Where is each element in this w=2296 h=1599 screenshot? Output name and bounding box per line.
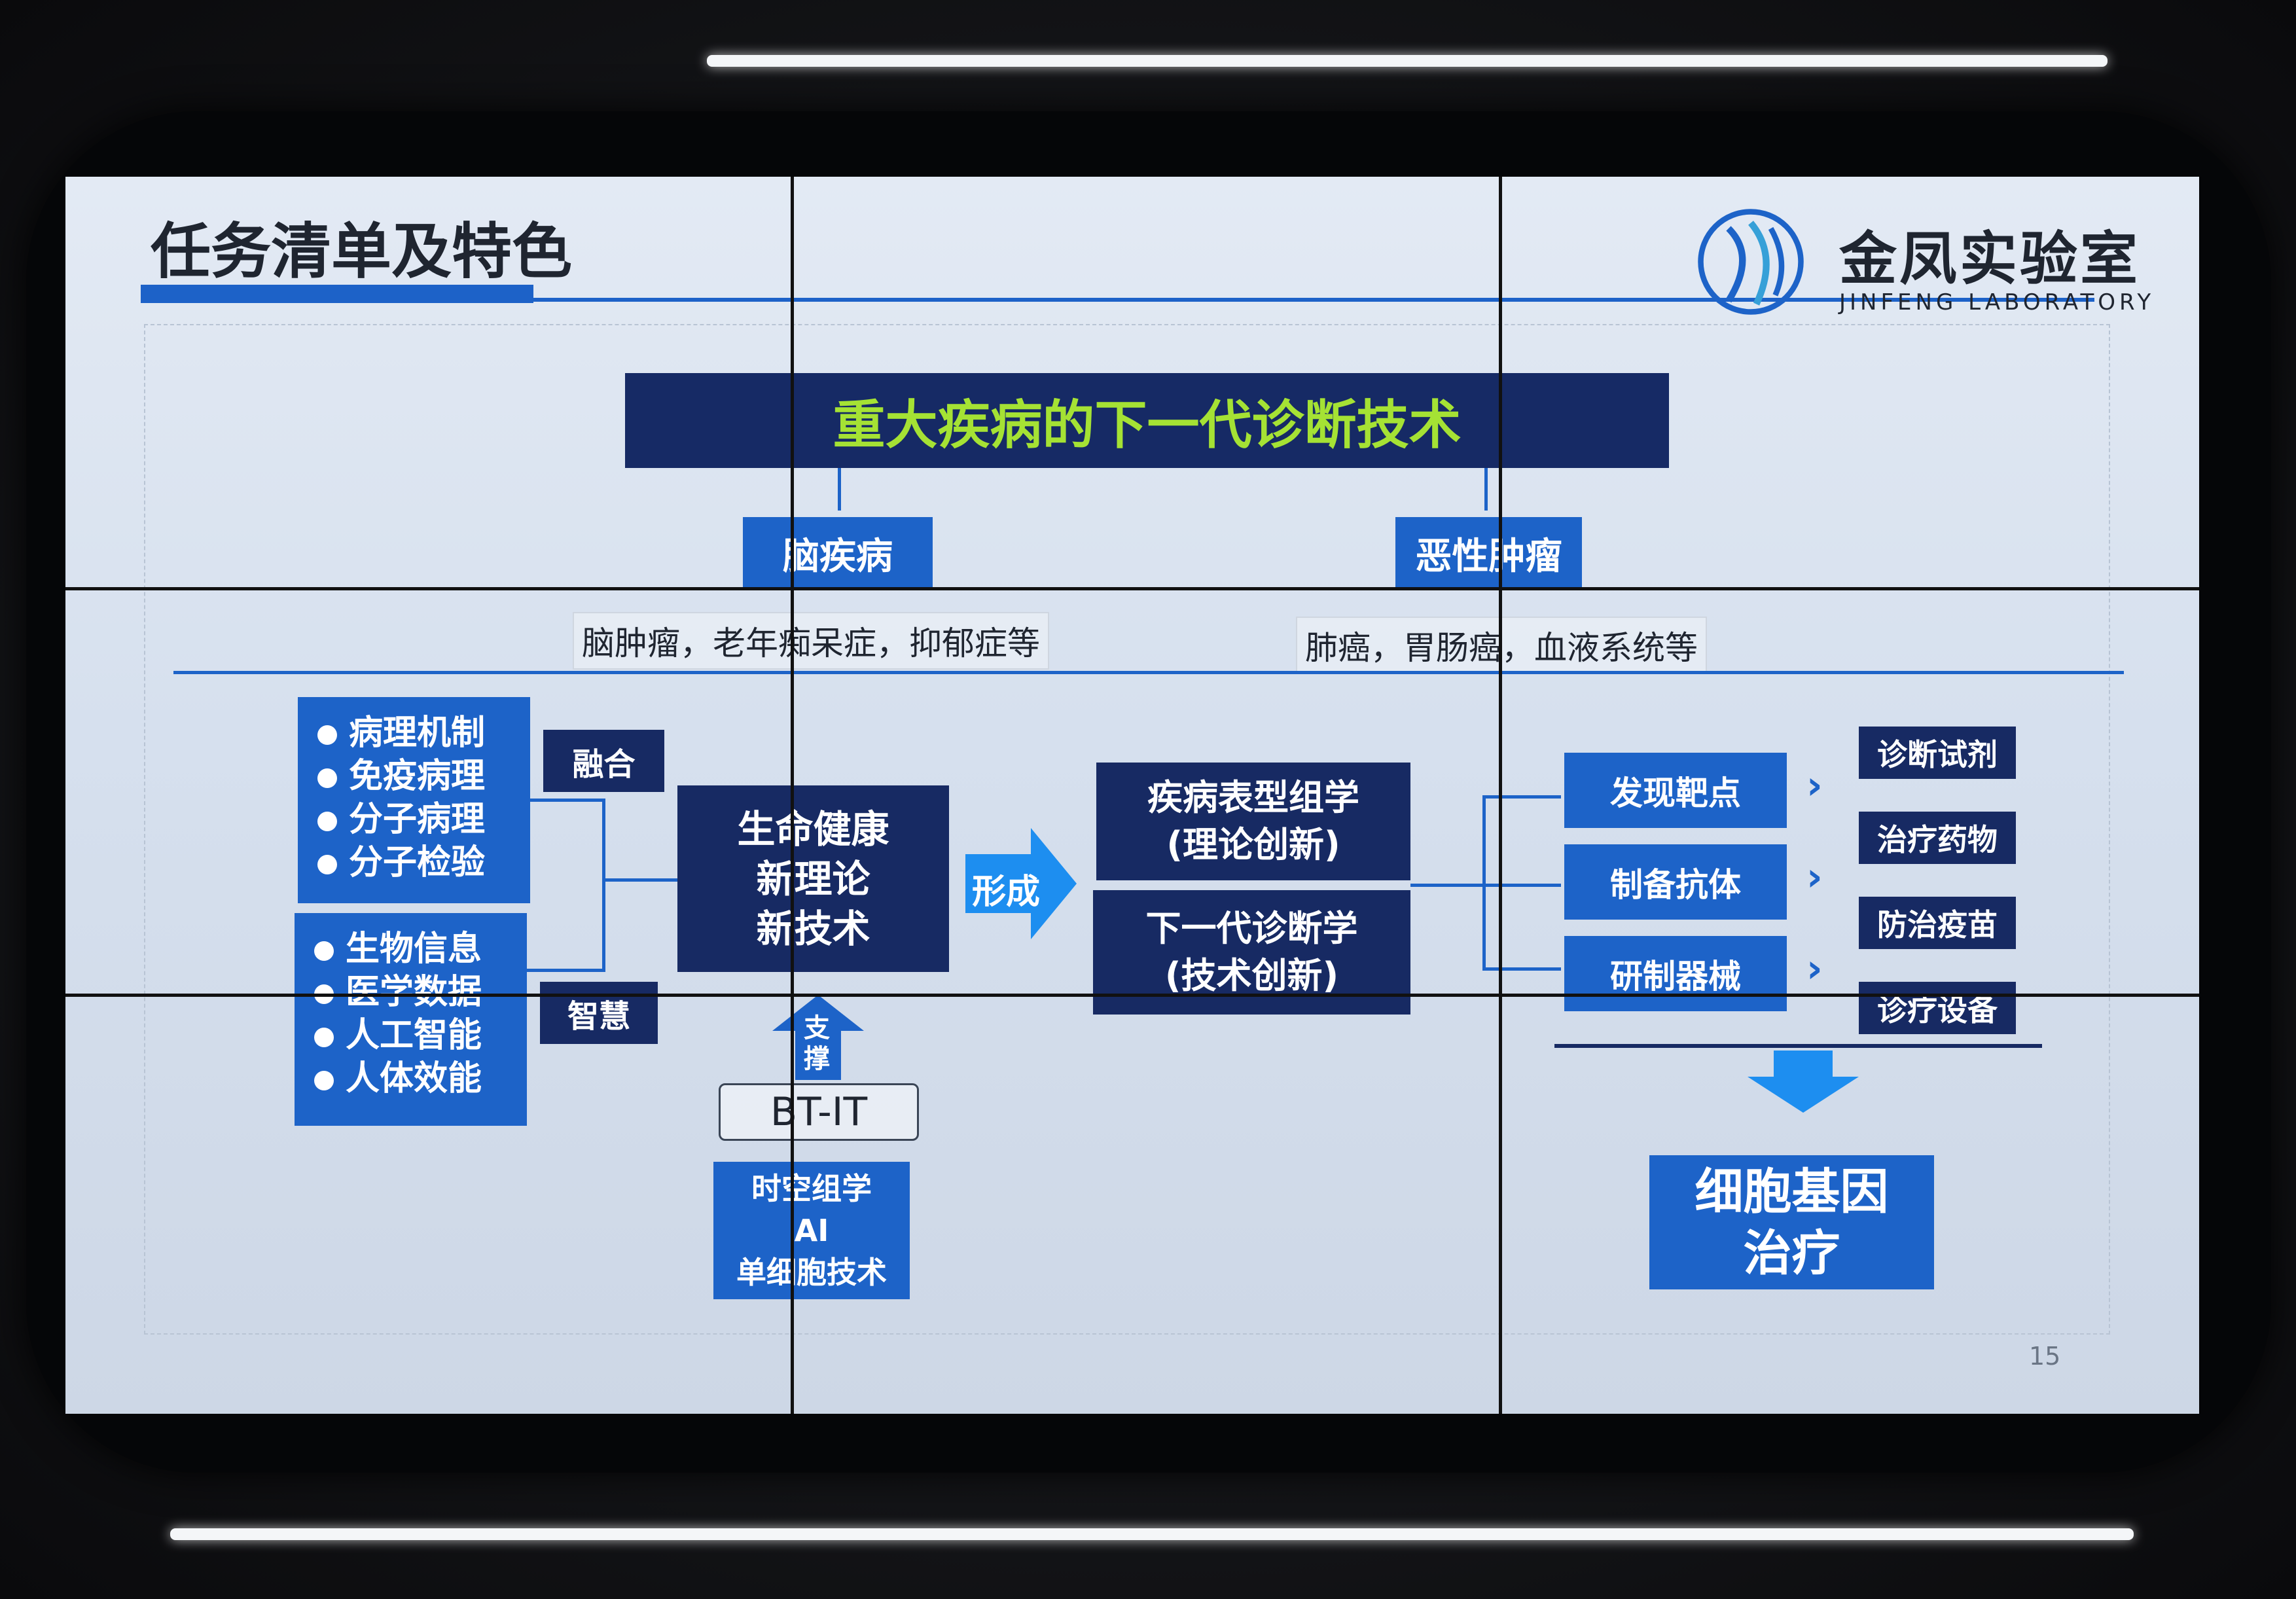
product-vaccines: 防治疫苗 bbox=[1859, 897, 2016, 949]
list-item: 分子检验 bbox=[317, 841, 530, 884]
bt-it-label: BT-IT bbox=[719, 1083, 919, 1141]
list-pathology: 病理机制 免疫病理 分子病理 分子检验 bbox=[298, 697, 530, 903]
therapy-box: 细胞基因 治疗 bbox=[1649, 1155, 1934, 1289]
list-item: 人体效能 bbox=[314, 1057, 527, 1100]
ceiling-light-top bbox=[707, 55, 2108, 67]
action-find-targets: 发现靶点 bbox=[1564, 753, 1787, 828]
outcome-phenomics: 疾病表型组学 (理论创新) bbox=[1096, 763, 1410, 880]
connector bbox=[1482, 795, 1486, 969]
panel-seam bbox=[1499, 177, 1502, 1414]
title-underline bbox=[524, 298, 2094, 302]
connector bbox=[530, 799, 605, 802]
support-label-2: 撑 bbox=[804, 1044, 830, 1074]
list-item: 病理机制 bbox=[317, 711, 530, 755]
support-tech-box: 时空组学 AI 单细胞技术 bbox=[713, 1162, 910, 1299]
chevron-right-icon: › bbox=[1806, 946, 1823, 992]
ceiling-light-bottom bbox=[170, 1528, 2134, 1540]
tag-intelligence: 智慧 bbox=[540, 982, 658, 1044]
panel-seam bbox=[791, 177, 794, 1414]
content-frame bbox=[144, 324, 2110, 1335]
down-arrow-icon bbox=[1748, 1051, 1859, 1113]
logo-name-cn: 金凤实验室 bbox=[1839, 225, 2141, 293]
connector bbox=[1410, 884, 1482, 887]
form-arrow-icon bbox=[965, 828, 1077, 939]
panel-seam bbox=[65, 587, 2199, 590]
list-item: 免疫病理 bbox=[317, 755, 530, 798]
list-item: 生物信息 bbox=[314, 927, 527, 971]
support-label-1: 支 bbox=[804, 1013, 830, 1043]
section-divider bbox=[173, 671, 2124, 674]
jinfeng-logo-icon bbox=[1698, 209, 1804, 315]
logo-name-en: JINFENG LABORATORY bbox=[1839, 289, 2155, 315]
tag-fusion: 融合 bbox=[543, 730, 664, 792]
connector bbox=[1482, 884, 1561, 887]
connector bbox=[527, 969, 605, 972]
product-diagnostic-reagents: 诊断试剂 bbox=[1859, 727, 2016, 779]
support-arrow-icon bbox=[772, 995, 864, 1080]
list-item: 人工智能 bbox=[314, 1014, 527, 1057]
action-develop-devices: 研制器械 bbox=[1564, 936, 1787, 1011]
list-informatics: 生物信息 医学数据 人工智能 人体效能 bbox=[295, 913, 527, 1126]
page-number: 15 bbox=[2029, 1342, 2061, 1371]
center-new-theory-box: 生命健康 新理论 新技术 bbox=[677, 785, 949, 972]
list-item: 医学数据 bbox=[314, 971, 527, 1014]
connector bbox=[1482, 967, 1561, 971]
product-therapeutic-drugs: 治疗药物 bbox=[1859, 812, 2016, 864]
panel-seam bbox=[65, 994, 2199, 997]
slide-title: 任务清单及特色 bbox=[151, 217, 573, 287]
form-arrow-label: 形成 bbox=[972, 872, 1041, 912]
category-brain-examples: 脑肿瘤，老年痴呆症，抑郁症等 bbox=[573, 612, 1049, 670]
title-accent-bar bbox=[141, 285, 533, 303]
connector bbox=[1482, 795, 1561, 799]
chevron-right-icon: › bbox=[1806, 763, 1823, 808]
products-underline bbox=[1554, 1044, 2042, 1048]
connector bbox=[602, 799, 605, 972]
category-malignant-tumor: 恶性肿瘤 bbox=[1395, 517, 1582, 589]
title-arrow-left bbox=[838, 468, 841, 511]
main-title-banner: 重大疾病的下一代诊断技术 bbox=[625, 373, 1669, 468]
action-make-antibodies: 制备抗体 bbox=[1564, 844, 1787, 920]
chevron-right-icon: › bbox=[1806, 854, 1823, 900]
category-brain-disease: 脑疾病 bbox=[743, 517, 933, 589]
slide-screen: 任务清单及特色 金凤实验室 JINFENG LABORATORY 重大疾病的下一… bbox=[65, 177, 2199, 1414]
title-arrow-right bbox=[1484, 468, 1488, 511]
product-medical-equipment: 诊疗设备 bbox=[1859, 982, 2016, 1034]
list-item: 分子病理 bbox=[317, 798, 530, 841]
connector bbox=[602, 878, 677, 882]
